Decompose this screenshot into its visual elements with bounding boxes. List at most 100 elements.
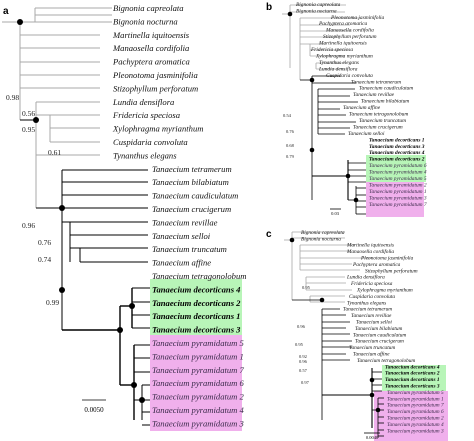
node-dot xyxy=(353,197,359,203)
taxon-label: Cuspidaria convoluta xyxy=(349,294,395,300)
taxon-label: Manaosella cordifolia xyxy=(346,248,394,255)
clade-highlight xyxy=(366,155,426,182)
taxon-label: Tanaecium truncatum xyxy=(152,244,227,254)
taxon-label: Tanaecium tetramerum xyxy=(351,79,401,85)
panel-label: a xyxy=(3,6,9,17)
taxon-label: Bignonia capreolata xyxy=(301,230,345,236)
taxon-label: Tanaecium pyramidatum 2 xyxy=(387,415,444,421)
taxon-label: Tynanthus elegans xyxy=(113,150,177,160)
taxon-label: Tanaecium pyramidatum 2 xyxy=(369,182,427,188)
taxon-label: Tanaecium decorticans 4 xyxy=(152,284,241,294)
node-dot xyxy=(131,382,137,388)
support-value: 0.96 xyxy=(299,359,308,364)
taxon-label: Lundia densiflora xyxy=(318,65,358,72)
taxon-label: Martinella iquitoensis xyxy=(346,243,394,249)
taxon-label: Tanaecium decorticans 2 xyxy=(385,371,440,377)
taxon-label: Manaosella cordifolia xyxy=(325,27,374,34)
node-dot xyxy=(17,19,23,25)
node-dot xyxy=(59,205,65,211)
taxon-label: Tanaecium pyramidatum 4 xyxy=(387,422,444,428)
taxon-label: Pachyptera aromatica xyxy=(112,57,190,67)
node-dot xyxy=(59,287,65,293)
clade-highlight xyxy=(150,335,242,431)
taxon-label: Tanaecium pyramidatum 3 xyxy=(152,418,244,428)
taxon-label: Tanaecium pyramidatum 5 xyxy=(152,338,245,348)
taxon-label: Tanaecium decorticans 3 xyxy=(152,325,241,335)
support-value: 0.95 xyxy=(22,125,35,134)
taxon-label: Tynanthus elegans xyxy=(319,60,359,66)
taxon-label: Bignonia capreolata xyxy=(296,2,341,8)
clade-highlight xyxy=(150,279,242,335)
node-dot xyxy=(289,237,295,243)
support-value: 0.56 xyxy=(22,109,35,118)
taxon-label: Bignonia nocturna xyxy=(113,16,178,26)
support-value: 0.96 xyxy=(22,221,35,230)
clade-highlight xyxy=(366,182,424,217)
taxon-label: Fridericia speciosa xyxy=(350,281,393,287)
taxon-label: Tanaecium pyramidatum 6 xyxy=(152,378,245,388)
taxon-label: Tanaecium selloi xyxy=(356,319,392,325)
support-value: 0.97 xyxy=(301,380,310,385)
support-value: 0.95 xyxy=(302,285,311,290)
node-dot xyxy=(375,407,381,413)
taxon-label: Xylophragma myrianthum xyxy=(356,287,413,293)
taxon-label: Pleonotoma jasminifolia xyxy=(112,70,198,80)
support-value: 0.74 xyxy=(38,255,51,264)
support-value: 0.61 xyxy=(48,148,61,157)
taxon-label: Tanaecium crucigerum xyxy=(353,124,403,130)
taxon-label: Tanaecium tetragonolobum xyxy=(349,112,408,118)
node-dot xyxy=(129,303,135,309)
taxon-label: Tanaecium truncatum xyxy=(349,345,395,351)
taxon-label: Tanaecium crucigerum xyxy=(152,204,231,214)
node-dot xyxy=(287,11,293,17)
taxon-label: Tanaecium revillae xyxy=(152,217,218,227)
taxon-label: Xylophragma myrianthum xyxy=(112,124,203,134)
taxon-label: Tanaecium pyramidatum 7 xyxy=(369,202,427,208)
support-value: 0.98 xyxy=(6,93,19,102)
taxon-label: Tanaecium selloi xyxy=(348,131,385,137)
taxon-label: Cuspidaria convoluta xyxy=(113,137,188,147)
taxon-label: Xylophragma myrianthum xyxy=(315,53,373,59)
node-dot xyxy=(117,327,123,333)
taxon-label: Tanaecium pyramidatum 1 xyxy=(387,396,444,402)
taxon-label: Tanaecium decorticans 1 xyxy=(369,137,425,143)
taxon-label: Tanaecium pyramidatum 3 xyxy=(369,195,427,201)
taxon-label: Tanaecium decorticans 1 xyxy=(385,377,440,383)
taxon-label: Martinella iquitoensis xyxy=(318,41,367,47)
taxon-label: Tanaecium crucigerum xyxy=(355,339,404,345)
taxon-label: Cuspidaria convoluta xyxy=(326,73,373,79)
taxon-label: Tanaecium pyramidatum 5 xyxy=(387,390,444,396)
support-value: 0.54 xyxy=(283,113,292,118)
node-dot xyxy=(309,77,315,83)
taxon-label: Tanaecium decorticans 3 xyxy=(385,383,440,389)
taxon-label: Tanaecium pyramidatum 6 xyxy=(387,409,444,415)
node-dot xyxy=(345,173,351,179)
taxon-label: Fridericia speciosa xyxy=(310,47,353,53)
scale-label: 0.03 xyxy=(331,211,340,216)
taxon-label: Bignonia nocturna xyxy=(301,236,341,242)
node-dot xyxy=(33,117,39,123)
taxon-label: Tanaecium decorticans 2 xyxy=(152,298,241,308)
taxon-label: Tanaecium affine xyxy=(152,258,211,268)
support-value: 0.79 xyxy=(286,154,295,159)
support-value: 0.57 xyxy=(299,368,308,373)
scale-label: 0.0050 xyxy=(84,406,104,414)
taxon-label: Tanaecium pyramidatum 3 xyxy=(387,428,444,434)
taxon-label: Tanaecium pyramidatum 1 xyxy=(152,351,244,361)
taxon-label: Tanaecium caudiculatum xyxy=(359,86,413,92)
taxon-label: Tanaecium decorticans 1 xyxy=(152,311,240,321)
taxon-label: Tanaecium bilabiatum xyxy=(152,177,229,187)
taxon-label: Pachyptera aromatica xyxy=(352,262,401,268)
taxon-label: Tynanthus elegans xyxy=(347,300,386,306)
taxon-label: Tanaecium pyramidatum 1 xyxy=(369,189,427,195)
node-dot xyxy=(369,377,375,383)
taxon-label: Tanaecium bilabiatum xyxy=(355,326,403,332)
support-value: 0.95 xyxy=(295,342,304,347)
taxon-label: Tanaecium tetramerum xyxy=(152,164,232,174)
taxon-label: Tanaecium pyramidatum 6 xyxy=(369,163,427,169)
node-dot xyxy=(309,147,315,153)
